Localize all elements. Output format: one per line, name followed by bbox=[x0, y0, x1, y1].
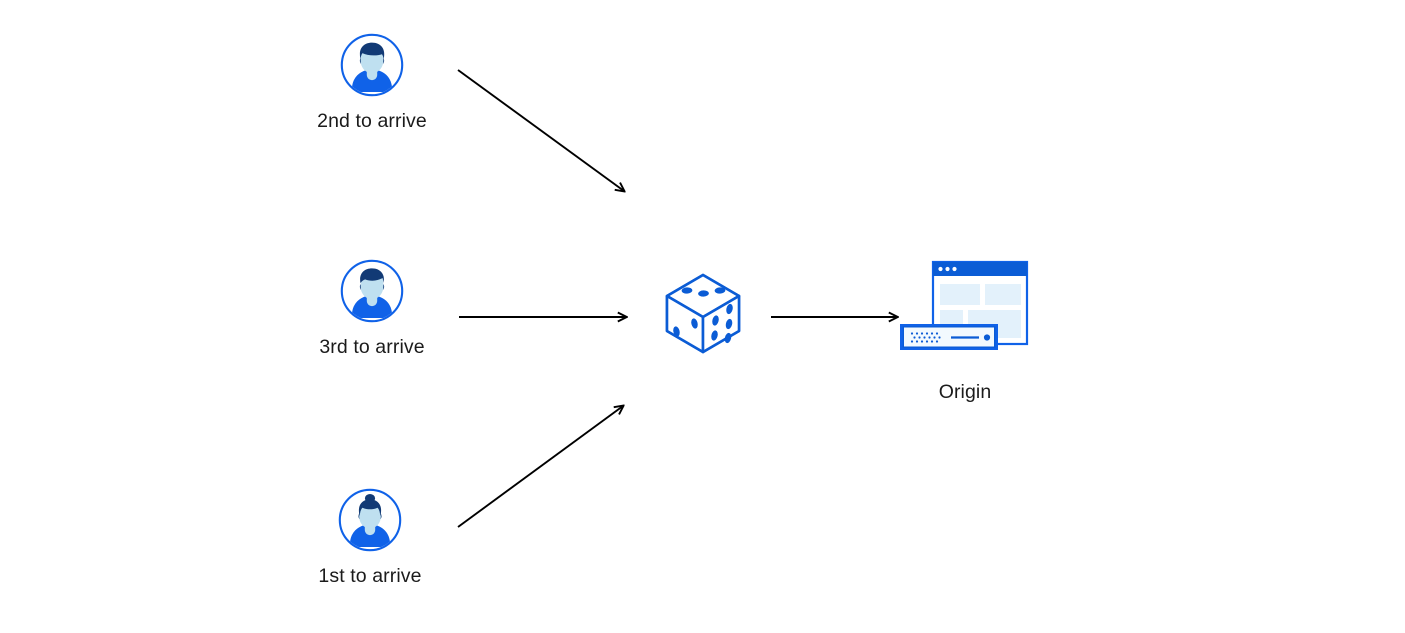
node-client-third[interactable]: 3rd to arrive bbox=[292, 259, 452, 360]
node-label: Origin bbox=[938, 381, 992, 403]
connector-second-to-dice bbox=[457, 69, 624, 191]
node-origin[interactable]: Origin bbox=[895, 258, 1035, 405]
node-label: 3rd to arrive bbox=[319, 336, 425, 358]
user-avatar-short-hair-icon bbox=[340, 259, 404, 323]
server-appliance bbox=[900, 324, 998, 350]
node-client-second[interactable]: 2nd to arrive bbox=[292, 33, 452, 134]
dice-icon bbox=[660, 268, 746, 354]
user-avatar-bun-hair-icon bbox=[338, 488, 402, 552]
node-client-first[interactable]: 1st to arrive bbox=[290, 488, 450, 589]
node-randomizer[interactable] bbox=[660, 268, 746, 354]
connector-first-to-dice bbox=[457, 406, 623, 528]
node-label: 1st to arrive bbox=[318, 565, 422, 587]
origin-server-browser-icon bbox=[895, 258, 1035, 363]
user-avatar-short-hair-icon bbox=[340, 33, 404, 97]
node-label: 2nd to arrive bbox=[317, 110, 427, 132]
